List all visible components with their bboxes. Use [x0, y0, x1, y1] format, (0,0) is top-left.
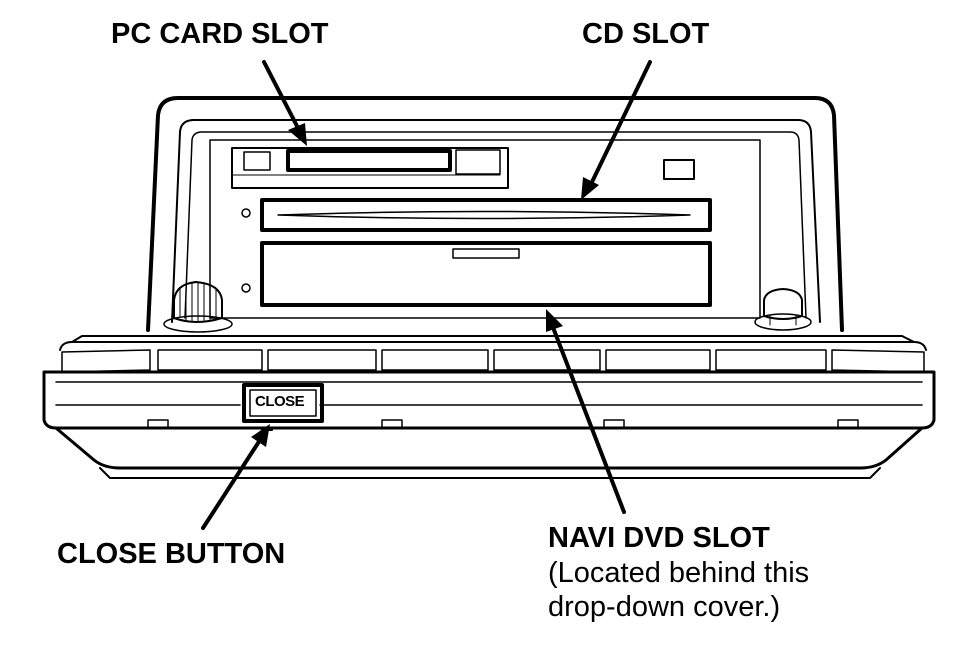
preset-button-row: [61, 349, 925, 373]
chassis-lower: [54, 426, 924, 470]
navi-dvd-cover: [260, 241, 712, 307]
cd-slot-label: CD SLOT: [582, 18, 710, 50]
close-button-label: CLOSE BUTTON: [57, 538, 286, 570]
leader-arrows: [201, 60, 652, 530]
indicator-window: [663, 159, 695, 180]
right-knob: [754, 288, 812, 331]
pc-card-arrow: [262, 60, 307, 146]
face-panel-outer: [146, 96, 844, 332]
face-panel-inner: [171, 119, 821, 323]
cd-slot: [260, 198, 712, 232]
navi-dvd-slot-label: NAVI DVD SLOT: [548, 522, 770, 554]
navi-dvd-note-line1: (Located behind this: [548, 557, 810, 589]
chassis-front: [42, 370, 936, 430]
pc-card-slot: [231, 147, 509, 189]
cd-arrow: [581, 60, 652, 200]
close-key-label: CLOSE: [255, 393, 305, 410]
left-knob: [163, 281, 233, 333]
pc-card-slot-label: PC CARD SLOT: [111, 18, 329, 50]
dvd-arrow: [546, 309, 626, 514]
close-arrow: [201, 424, 270, 530]
navi-dvd-note-line2: drop-down cover.): [548, 591, 781, 623]
close-button-frame: [242, 383, 324, 423]
